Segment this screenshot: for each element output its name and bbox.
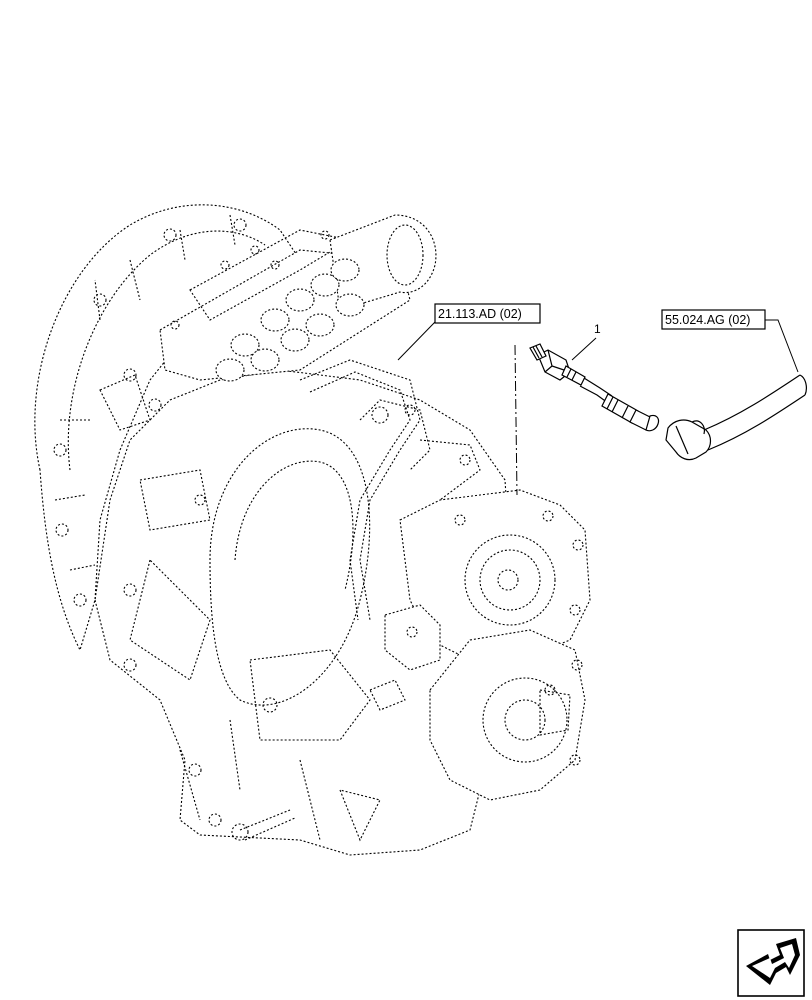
ref-label-right-text: 55.024.AG (02) xyxy=(665,313,750,327)
callout-1: 1 xyxy=(594,322,601,336)
center-line xyxy=(514,344,518,496)
arrow-navigation-icon[interactable] xyxy=(737,929,805,997)
ref-right-leader xyxy=(765,319,799,373)
sensor-part-1 xyxy=(529,343,660,432)
ref-label-right[interactable]: 55.024.AG (02) xyxy=(661,309,766,330)
ref-left-leader xyxy=(397,321,436,361)
ref-label-left-text: 21.113.AD (02) xyxy=(438,307,522,321)
callout-1-leader xyxy=(571,337,597,361)
harness-connector xyxy=(665,374,807,461)
ref-label-left[interactable]: 21.113.AD (02) xyxy=(434,303,541,324)
transmission-housing xyxy=(34,204,591,856)
